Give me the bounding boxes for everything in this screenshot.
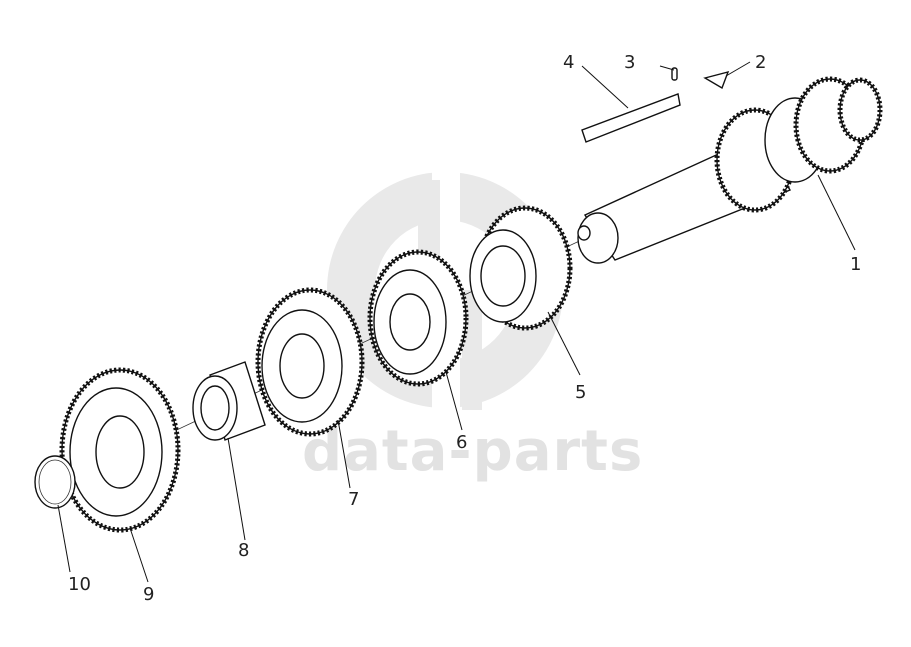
callout-8: 8 bbox=[238, 540, 249, 561]
woodruff-key-part-2 bbox=[703, 70, 730, 90]
sleeve-part-8 bbox=[192, 361, 266, 441]
callout-3: 3 bbox=[624, 52, 635, 73]
gear-part-7 bbox=[255, 287, 365, 437]
key-bar-part-4 bbox=[581, 93, 681, 143]
watermark-text: data-parts bbox=[302, 419, 643, 484]
pin-part-3 bbox=[671, 67, 678, 81]
shaft-part-1 bbox=[577, 76, 883, 264]
gear-part-9 bbox=[59, 367, 181, 533]
gear-part-6 bbox=[367, 249, 469, 387]
leader-lines bbox=[57, 61, 856, 583]
callout-2: 2 bbox=[755, 52, 766, 73]
callout-1: 1 bbox=[850, 254, 861, 275]
callout-7: 7 bbox=[348, 489, 359, 510]
callout-9: 9 bbox=[143, 584, 154, 605]
snap-ring-part-10 bbox=[34, 455, 76, 509]
callout-10: 10 bbox=[68, 574, 91, 595]
callout-4: 4 bbox=[563, 52, 574, 73]
gear-part-5 bbox=[469, 205, 573, 331]
callout-6: 6 bbox=[456, 432, 467, 453]
callout-5: 5 bbox=[575, 382, 586, 403]
